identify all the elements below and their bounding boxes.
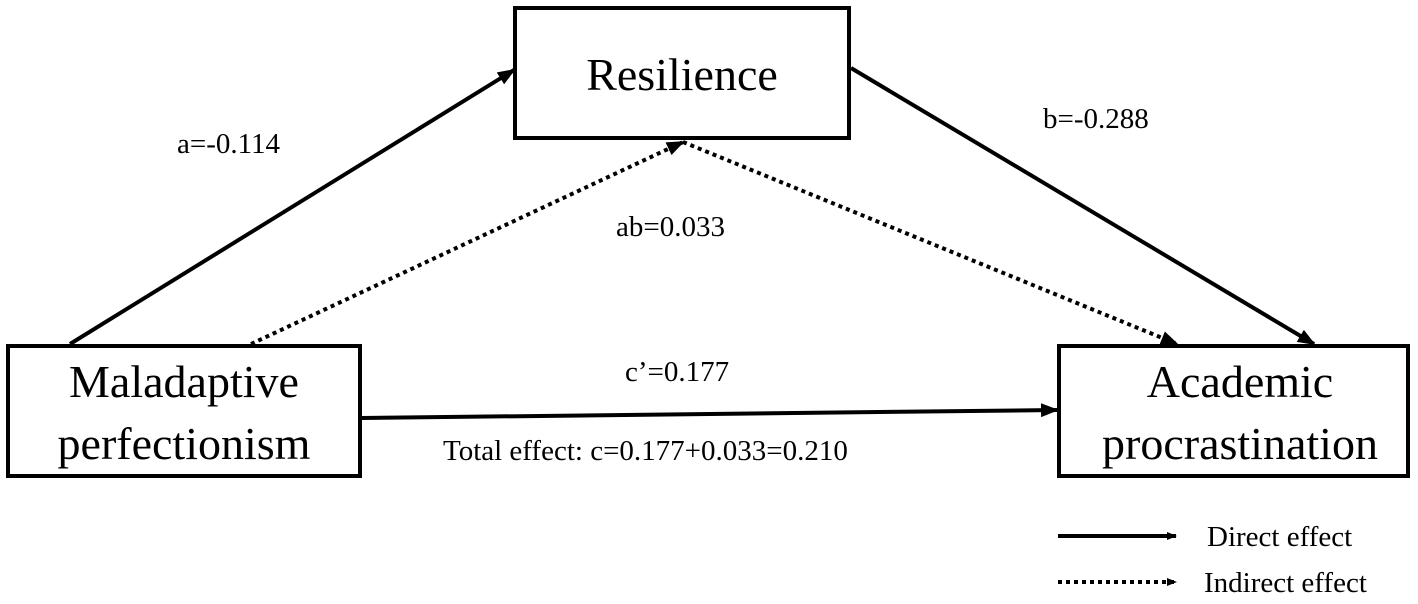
node-academic-procrastination: Academic procrastination bbox=[1057, 344, 1410, 478]
node-outcome-line2: procrastination bbox=[1102, 418, 1378, 469]
indirect-left-arrow bbox=[250, 140, 685, 346]
path-b-arrow bbox=[849, 66, 1316, 346]
node-predictor-line2: perfectionism bbox=[58, 418, 311, 469]
node-resilience-label: Resilience bbox=[586, 49, 778, 100]
node-resilience: Resilience bbox=[513, 6, 851, 140]
legend: Direct effect Indirect effect bbox=[1058, 521, 1367, 599]
legend-indirect-label: Indirect effect bbox=[1204, 567, 1367, 599]
node-predictor-line1: Maladaptive bbox=[69, 356, 299, 407]
path-a-arrow bbox=[68, 68, 516, 346]
path-c-prime-arrow bbox=[361, 403, 1059, 420]
path-b-label: b=-0.288 bbox=[1043, 103, 1149, 135]
legend-direct-label: Direct effect bbox=[1207, 521, 1352, 553]
node-maladaptive-perfectionism: Maladaptive perfectionism bbox=[6, 344, 362, 478]
node-outcome-line1: Academic bbox=[1147, 356, 1333, 407]
total-effect-label: Total effect: c=0.177+0.033=0.210 bbox=[443, 435, 848, 467]
path-c-prime-label: c’=0.177 bbox=[625, 356, 729, 388]
path-a-label: a=-0.114 bbox=[177, 128, 281, 160]
indirect-right-arrow bbox=[682, 140, 1179, 346]
indirect-effect-label: ab=0.033 bbox=[616, 211, 725, 243]
